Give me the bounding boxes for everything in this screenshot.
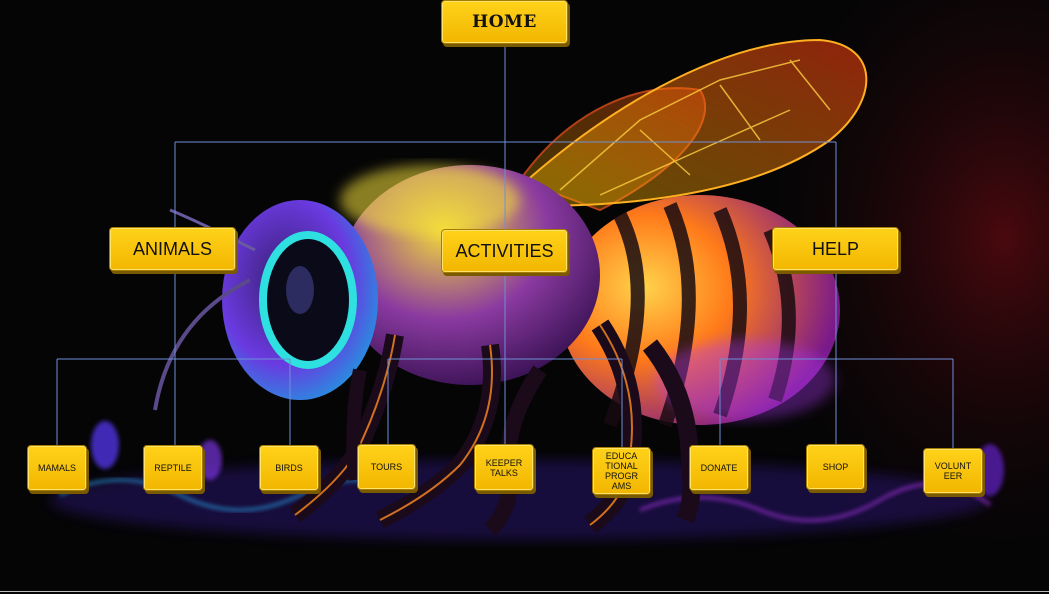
animals-label: ANIMALS (132, 238, 213, 259)
keeper-talks-label: KEEPER TALKS (485, 457, 523, 478)
tours-label: TOURS (370, 462, 403, 472)
shop-label: SHOP (822, 462, 849, 472)
mamals-node[interactable]: MAMALS (27, 445, 87, 491)
animals-node[interactable]: ANIMALS (109, 227, 236, 271)
shop-node[interactable]: SHOP (806, 444, 865, 490)
home-label: HOME (472, 12, 537, 32)
activities-node[interactable]: ACTIVITIES (441, 229, 568, 273)
educational-programs-label: EDUCATIONAL PROGRAMS (604, 451, 638, 491)
help-node[interactable]: HELP (772, 227, 899, 271)
tours-node[interactable]: TOURS (357, 444, 416, 490)
birds-label: BIRDS (275, 463, 303, 473)
bottom-divider (0, 591, 1049, 592)
volunteer-label: VOLUNTEER (934, 461, 972, 481)
activities-label: ACTIVITIES (455, 240, 554, 261)
help-label: HELP (811, 238, 860, 259)
reptile-node[interactable]: REPTILE (143, 445, 203, 491)
reptile-label: REPTILE (154, 463, 192, 473)
educational-programs-node[interactable]: EDUCATIONAL PROGRAMS (592, 447, 651, 495)
donate-label: DONATE (700, 463, 738, 473)
birds-node[interactable]: BIRDS (259, 445, 319, 491)
keeper-talks-node[interactable]: KEEPER TALKS (474, 444, 534, 491)
volunteer-node[interactable]: VOLUNTEER (923, 448, 983, 494)
donate-node[interactable]: DONATE (689, 445, 749, 491)
mamals-label: MAMALS (37, 463, 76, 473)
home-node[interactable]: HOME (441, 0, 568, 44)
